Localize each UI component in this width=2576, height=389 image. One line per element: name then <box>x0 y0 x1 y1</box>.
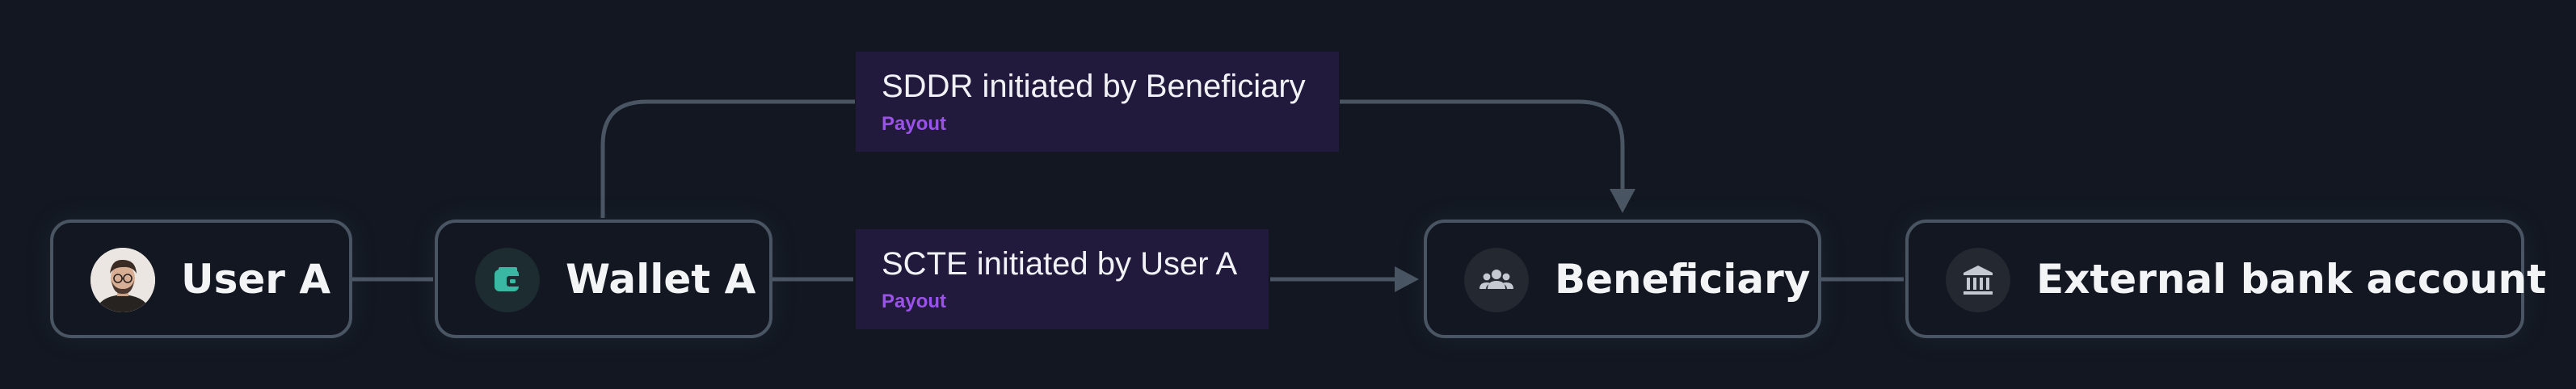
bank-icon <box>1964 266 1993 295</box>
node-external-bank[interactable]: External bank account <box>1905 220 2546 338</box>
node-label-external-bank: External bank account <box>2036 255 2547 303</box>
arrowhead-scte <box>1395 266 1419 292</box>
edge-subtitle-sddr: Payout <box>882 113 947 135</box>
edge-title-sddr: SDDR initiated by Beneficiary <box>882 69 1306 104</box>
node-label-user-a: User A <box>181 255 331 303</box>
bank-icon-badge <box>1946 248 2010 312</box>
wallet-icon-badge <box>475 248 540 312</box>
node-wallet-a[interactable]: Wallet A <box>435 220 772 338</box>
avatar <box>90 248 155 312</box>
node-label-beneficiary: Beneficiary <box>1555 255 1811 303</box>
edge-title-scte: SCTE initiated by User A <box>882 246 1238 282</box>
edge-subtitle-scte: Payout <box>882 291 947 312</box>
avatar-photo <box>90 248 155 312</box>
node-user-a[interactable]: User A <box>50 220 352 338</box>
connector-wallet-sddr <box>600 99 855 218</box>
connector-sddr-beneficiary <box>1340 99 1625 190</box>
node-label-wallet-a: Wallet A <box>566 255 756 303</box>
arrowhead-sddr <box>1610 189 1635 213</box>
wallet-icon <box>495 267 520 291</box>
edge-label-scte[interactable]: SCTE initiated by User A Payout <box>856 229 1269 329</box>
node-beneficiary[interactable]: Beneficiary <box>1424 220 1821 338</box>
edge-label-sddr[interactable]: SDDR initiated by Beneficiary Payout <box>856 52 1339 152</box>
people-icon <box>1480 270 1513 289</box>
people-icon-badge <box>1464 248 1529 312</box>
